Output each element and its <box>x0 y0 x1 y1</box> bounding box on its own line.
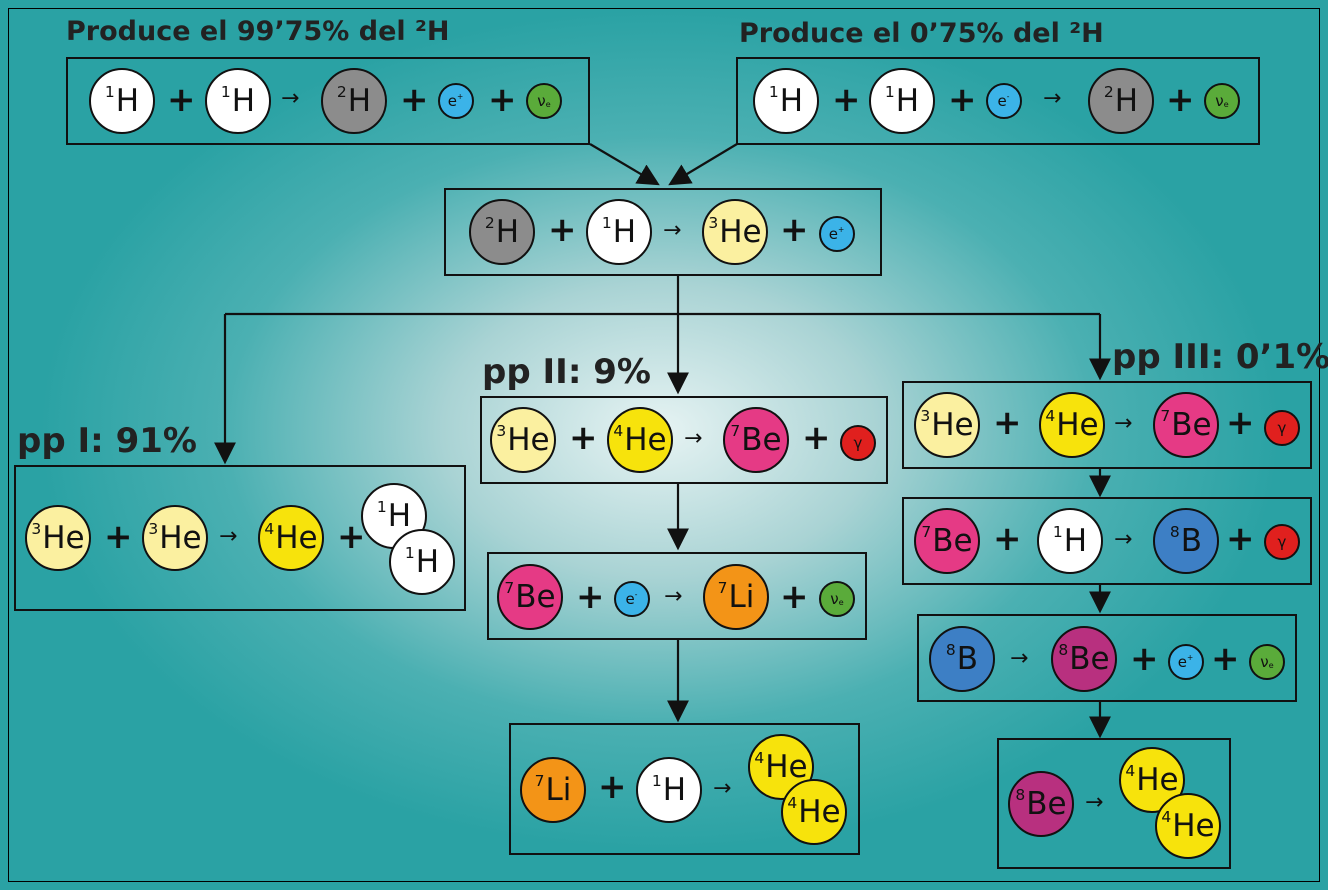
reaction-box-pp2-step1 <box>480 396 888 484</box>
gamma-photon: γ <box>1264 524 1300 560</box>
reaction-arrow: → <box>1114 527 1133 552</box>
reaction-box-pp3-step4 <box>997 738 1231 869</box>
plus-sign: + <box>993 519 1022 559</box>
gamma-photon: γ <box>1264 410 1300 446</box>
plus-sign: + <box>780 577 809 617</box>
plus-sign: + <box>1211 639 1240 679</box>
reaction-arrow: → <box>684 426 703 451</box>
reaction-arrow: → <box>1085 790 1104 815</box>
arrow-left-to-center <box>589 143 660 186</box>
reaction-arrow: → <box>281 86 300 111</box>
reaction-arrow: → <box>219 524 238 549</box>
plus-sign: + <box>832 80 861 120</box>
reaction-box-deuterium-pep <box>736 57 1260 145</box>
plus-sign: + <box>400 80 429 120</box>
reaction-box-pp2-step3 <box>509 723 860 855</box>
plus-sign: + <box>167 80 196 120</box>
title-pp2: pp II: 9% <box>482 352 651 392</box>
reaction-arrow: → <box>713 776 732 801</box>
positron-particle: e+ <box>438 83 474 119</box>
plus-sign: + <box>576 577 605 617</box>
reaction-arrow: → <box>1043 86 1062 111</box>
plus-sign: + <box>948 80 977 120</box>
electron-particle: e- <box>986 83 1022 119</box>
plus-sign: + <box>488 80 517 120</box>
plus-sign: + <box>548 210 577 250</box>
title-pp3: pp III: 0’1% <box>1112 337 1328 377</box>
plus-sign: + <box>1226 519 1255 559</box>
reaction-arrow: → <box>664 584 683 609</box>
reaction-arrow: → <box>1114 411 1133 436</box>
title-pp1: pp I: 91% <box>17 421 197 461</box>
reaction-box-deuterium-pp <box>66 57 590 145</box>
reaction-box-pp3-step1 <box>902 381 1312 469</box>
positron-particle: e+ <box>819 216 855 252</box>
positron-particle: e+ <box>1168 644 1204 680</box>
diagram-frame <box>8 8 1320 882</box>
plus-sign: + <box>104 517 133 557</box>
reaction-box-pp2-step2 <box>487 552 867 640</box>
arrow-right-to-center <box>668 143 738 186</box>
reaction-box-pp3-step3 <box>917 614 1297 702</box>
reaction-arrow: → <box>663 218 682 243</box>
electron-particle: e- <box>614 581 650 617</box>
title-left-top: Produce el 99’75% del ²H <box>66 16 450 47</box>
plus-sign: + <box>1166 80 1195 120</box>
plus-sign: + <box>1130 639 1159 679</box>
plus-sign: + <box>802 418 831 458</box>
plus-sign: + <box>1226 403 1255 443</box>
gamma-photon: γ <box>840 425 876 461</box>
reaction-arrow: → <box>1010 646 1029 671</box>
plus-sign: + <box>780 210 809 250</box>
plus-sign: + <box>993 403 1022 443</box>
title-right-top: Produce el 0’75% del ²H <box>739 18 1104 49</box>
plus-sign: + <box>598 767 627 807</box>
reaction-box-pp1 <box>14 465 466 611</box>
reaction-box-pp3-step2 <box>902 497 1312 585</box>
plus-sign: + <box>337 517 366 557</box>
reaction-box-helium3 <box>444 188 882 276</box>
plus-sign: + <box>569 418 598 458</box>
